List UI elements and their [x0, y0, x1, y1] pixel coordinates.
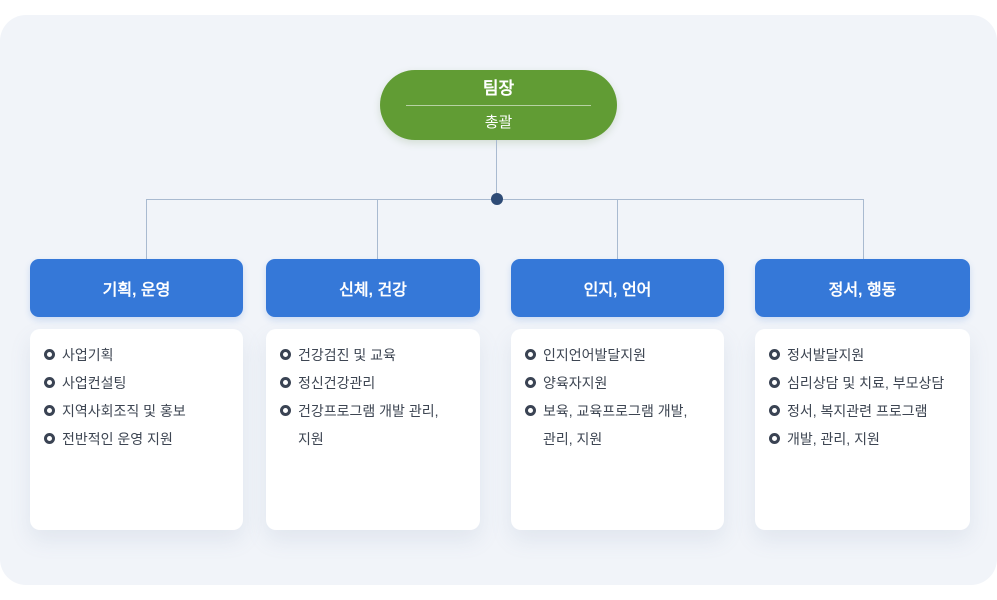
bullet-target-icon — [44, 377, 55, 388]
bullet-target-icon — [280, 349, 291, 360]
branch-header-physical-health: 신체, 건강 — [266, 259, 480, 317]
bullet-target-icon — [280, 377, 291, 388]
list-item-label: 건강프로그램 개발 관리, 지원 — [298, 403, 439, 447]
list-item: 전반적인 운영 지원 — [44, 425, 231, 453]
bullet-target-icon — [525, 349, 536, 360]
connector-drop-planning — [146, 200, 147, 259]
list-item-label: 사업컨설팅 — [62, 375, 127, 391]
root-subtitle: 총괄 — [484, 114, 513, 131]
list-item-label: 보육, 교육프로그램 개발, 관리, 지원 — [543, 403, 688, 447]
connector-drop-emotion — [863, 200, 864, 259]
list-item-label: 양육자지원 — [543, 375, 608, 391]
card-physical-health: 건강검진 및 교육 정신건강관리 건강프로그램 개발 관리, 지원 — [266, 329, 480, 530]
bullet-target-icon — [44, 405, 55, 416]
list-item-label: 지역사회조직 및 홍보 — [62, 403, 186, 419]
list-item-label: 전반적인 운영 지원 — [62, 431, 173, 447]
list-item: 보육, 교육프로그램 개발, 관리, 지원 — [525, 397, 712, 453]
list-item-label: 정신건강관리 — [298, 375, 376, 391]
list-item: 개발, 관리, 지원 — [769, 425, 958, 453]
root-divider — [406, 105, 591, 106]
list-item-label: 정서발달지원 — [787, 347, 865, 363]
list-item-label: 심리상담 및 치료, 부모상담 — [787, 375, 945, 391]
bullet-target-icon — [525, 405, 536, 416]
branch-header-cognition-language: 인지, 언어 — [511, 259, 724, 317]
card-emotion-behavior: 정서발달지원 심리상담 및 치료, 부모상담 정서, 복지관련 프로그램 개발,… — [755, 329, 970, 530]
list-item-label: 인지언어발달지원 — [543, 347, 647, 363]
bullet-target-icon — [525, 377, 536, 388]
bullet-target-icon — [44, 349, 55, 360]
bullet-target-icon — [44, 433, 55, 444]
list-item-label: 개발, 관리, 지원 — [787, 431, 880, 447]
branch-header-planning-operation: 기획, 운영 — [30, 259, 243, 317]
bullet-target-icon — [769, 377, 780, 388]
bullet-target-icon — [769, 433, 780, 444]
list-item: 사업기획 — [44, 341, 231, 369]
list-item: 건강검진 및 교육 — [280, 341, 468, 369]
list-item: 정신건강관리 — [280, 369, 468, 397]
connector-horizontal — [146, 199, 864, 200]
bullet-target-icon — [769, 405, 780, 416]
list-item: 정서발달지원 — [769, 341, 958, 369]
list-item: 건강프로그램 개발 관리, 지원 — [280, 397, 468, 453]
connector-drop-physical — [377, 200, 378, 259]
list-item-label: 건강검진 및 교육 — [298, 347, 396, 363]
list-item: 사업컨설팅 — [44, 369, 231, 397]
list-item: 인지언어발달지원 — [525, 341, 712, 369]
list-item: 지역사회조직 및 홍보 — [44, 397, 231, 425]
list-item-label: 사업기획 — [62, 347, 114, 363]
bullet-target-icon — [280, 405, 291, 416]
card-cognition-language: 인지언어발달지원 양육자지원 보육, 교육프로그램 개발, 관리, 지원 — [511, 329, 724, 530]
root-node-team-leader: 팀장 총괄 — [380, 70, 617, 140]
connector-root-vertical — [496, 140, 497, 199]
junction-dot-icon — [491, 193, 503, 205]
list-item: 양육자지원 — [525, 369, 712, 397]
card-planning-operation: 사업기획 사업컨설팅 지역사회조직 및 홍보 전반적인 운영 지원 — [30, 329, 243, 530]
bullet-target-icon — [769, 349, 780, 360]
list-item-label: 정서, 복지관련 프로그램 — [787, 403, 928, 419]
branch-header-emotion-behavior: 정서, 행동 — [755, 259, 970, 317]
root-title: 팀장 — [482, 79, 515, 98]
connector-drop-cognition — [617, 200, 618, 259]
list-item: 정서, 복지관련 프로그램 — [769, 397, 958, 425]
list-item: 심리상담 및 치료, 부모상담 — [769, 369, 958, 397]
